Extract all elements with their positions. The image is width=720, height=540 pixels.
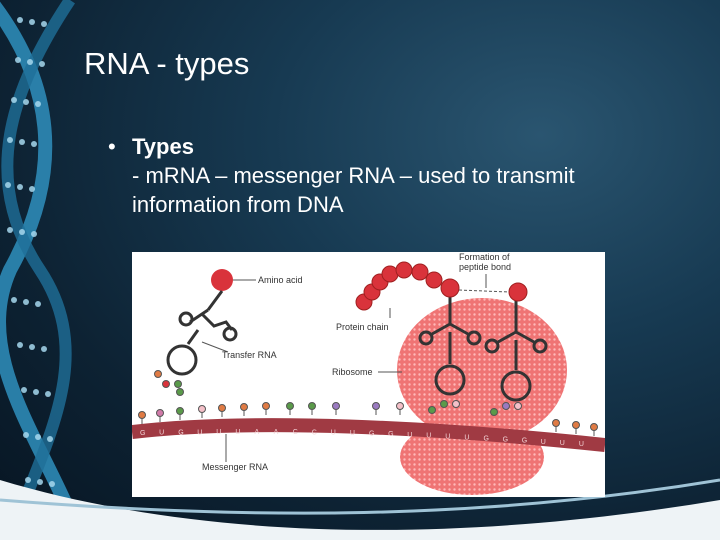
protein-chain — [355, 261, 460, 311]
label-formation-line1: Formation of — [459, 252, 510, 262]
bullet-heading: Types — [132, 134, 194, 159]
label-protein-chain: Protein chain — [336, 322, 389, 332]
codon-letter: G — [503, 436, 508, 443]
bullet-marker: • — [108, 134, 116, 159]
codon-letter: U — [541, 439, 546, 446]
codon-letter: C — [293, 429, 298, 436]
translation-diagram: G U G U U U A A C C U U G G U U U U G G G U U U — [132, 252, 605, 497]
label-transfer-rna: Transfer RNA — [222, 350, 277, 360]
codon-letter: U — [197, 429, 202, 436]
codon-letter: G — [369, 431, 374, 438]
codon-letter: U — [216, 429, 221, 436]
codon-letter: U — [407, 432, 412, 439]
codon-letter: U — [560, 440, 565, 447]
codon-letter: U — [159, 430, 164, 437]
bullet-content: Types - mRNA – messenger RNA – used to t… — [132, 132, 672, 219]
codon-letter: C — [312, 429, 317, 436]
codon-letter: A — [274, 429, 279, 436]
codon-letter: G — [522, 438, 527, 445]
codon-letter: G — [140, 430, 145, 437]
codon-letter: G — [388, 431, 393, 438]
bullet-line-1: - mRNA – messenger RNA – used to transmi… — [132, 163, 575, 188]
bound-anticodons — [428, 400, 522, 416]
codon-letter: U — [579, 441, 584, 448]
incoming-amino-acid — [508, 282, 528, 302]
codon-letter: G — [178, 430, 183, 437]
label-formation-line2: peptide bond — [459, 262, 511, 272]
transfer-rna-free — [166, 269, 238, 376]
label-messenger-rna: Messenger RNA — [202, 462, 268, 472]
codon-letter: U — [464, 434, 469, 441]
codon-letter: U — [235, 429, 240, 436]
free-trna-anticodon — [154, 370, 184, 396]
codon-letter: U — [331, 430, 336, 437]
transfer-rna-bound-right — [484, 300, 548, 402]
codon-letter: U — [426, 433, 431, 440]
codon-letter: G — [484, 435, 489, 442]
ribosome-large-subunit — [397, 298, 567, 442]
peptide-bond-link — [458, 289, 510, 293]
codon-letter: U — [350, 430, 355, 437]
codon-letter: U — [445, 433, 450, 440]
codon-letters: G U G U U U A A C C U U G G U U U U G G G U U U — [140, 429, 584, 448]
label-ribosome: Ribosome — [332, 367, 373, 377]
label-leaders — [201, 274, 487, 462]
bullet-line-2: information from DNA — [132, 192, 344, 217]
slide-title: RNA - types — [84, 46, 250, 81]
codon-letter: A — [255, 429, 260, 436]
nucleotide-bases — [138, 402, 598, 436]
label-amino-acid: Amino acid — [258, 275, 303, 285]
messenger-rna-strand — [132, 418, 605, 452]
dna-helix-decoration — [0, 0, 87, 540]
